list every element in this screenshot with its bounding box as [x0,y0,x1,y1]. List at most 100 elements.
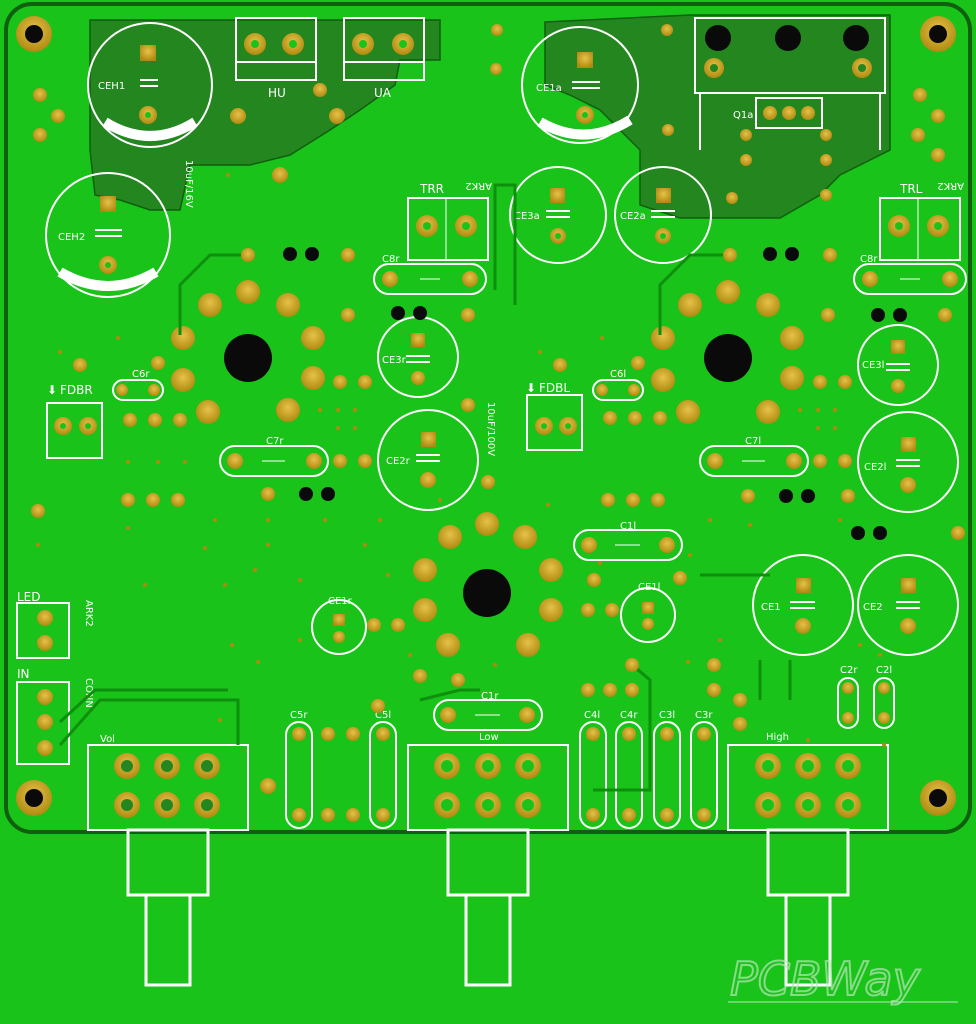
cap-c1l: C1l [573,521,683,561]
label-ce1l: CE1l [638,582,660,593]
tube-socket-left [171,280,325,424]
cap-c6r: C6r [112,369,164,401]
cap-c4l: C4l [579,710,607,829]
mounting-holes [16,16,956,816]
label-fdbr: FDBR [60,383,93,397]
cap-ce2a: CE2a [614,166,712,264]
label-c1r: C1r [481,691,499,702]
label-ce2r: CE2r [386,456,411,467]
label-ce2l: CE2l [864,462,886,473]
label-ce1: CE1 [761,602,781,613]
traces [58,183,792,792]
label-ceh2: CEH2 [58,232,85,243]
label-ark2-a: ARK2 [465,180,492,191]
label-c3r: C3r [695,710,713,721]
cap-ce1l: CE1l [620,582,676,643]
label-high: High [766,732,789,743]
cap-ce3a: CE3a [509,166,607,264]
pot-high: High [727,732,889,987]
label-ce3r: CE3r [382,355,407,366]
cap-c2r: C2r [837,665,859,729]
label-c7l: C7l [745,436,761,447]
cap-ceh1: CEH1 [87,22,213,148]
tube-socket-center [413,512,563,657]
label-c7r: C7r [266,436,284,447]
cap-c3r: C3r [690,710,718,829]
cap-ce2: CE2 [857,554,959,656]
label-ua: UA [374,86,392,100]
connector-trr: TRR ARK2 [407,180,492,261]
tube-socket-right [651,280,804,424]
label-low: Low [479,732,499,743]
test-points [36,173,886,747]
label-ce2a: CE2a [620,211,646,222]
connector-ua: UA [343,17,425,100]
label-ce1a: CE1a [536,83,562,94]
arrow-fdbr: ⬇ [47,383,57,397]
cap-ce1a: CE1a [521,26,639,144]
label-ark2-c: ARK2 [83,600,94,627]
cap-c5r: C5r [285,710,313,829]
label-ark2-b: ARK2 [937,180,964,191]
connector-in: IN CONN [16,667,94,765]
cap-c6l: C6l [592,369,644,401]
watermark-pcbway: PCBWay [730,952,921,1006]
cap-c1r: C1r [433,691,543,731]
label-c1l: C1l [620,521,636,532]
cap-c8r-right: C8r [853,254,967,295]
label-ceh1: CEH1 [98,81,125,92]
label-c2r: C2r [840,665,858,676]
label-vol: Vol [100,734,115,745]
connector-fdbl: ⬇ FDBL [526,381,583,451]
label-q1a: Q1a [733,110,753,121]
label-c5l: C5l [375,710,391,721]
cap-ceh2: CEH2 [45,172,171,298]
label-c2l: C2l [876,665,892,676]
connector-trl: TRL ARK2 [879,180,964,261]
cap-c2l: C2l [873,665,895,729]
cap-ce2r: CE2r [377,409,479,511]
cap-ce3l: CE3l [857,324,939,406]
label-in: IN [17,667,30,681]
cap-c4r: C4r [615,710,643,829]
pot-vol: Vol [87,734,249,987]
label-c6l: C6l [610,369,626,380]
ground-pour-top-right [544,14,891,219]
label-ce3a: CE3a [514,211,540,222]
label-c8r-a: C8r [382,254,400,265]
label-c8r-b: C8r [860,254,878,265]
label-trr: TRR [419,182,444,196]
label-c6r: C6r [132,369,150,380]
label-rating-a: 10uF/16V [183,160,194,208]
cap-c7l: C7l [699,436,809,477]
cap-c7r: C7r [219,436,329,477]
cap-c8r-left: C8r [373,254,487,295]
label-hu: HU [268,86,286,100]
label-ce2: CE2 [863,602,883,613]
label-ce3l: CE3l [862,360,884,371]
cap-ce1: CE1 [752,554,854,656]
board-outline [4,2,972,834]
cap-c5l: C5l [369,710,397,829]
connector-hu: HU [235,17,317,100]
cap-c3l: C3l [653,710,681,829]
pot-low: Low [407,732,569,987]
label-ce1r: CE1r [328,596,353,607]
connector-led: LED ARK2 [16,590,94,659]
connector-fdbr: ⬇ FDBR [46,383,103,459]
label-rating-b: 10uF/100V [485,402,496,456]
label-fdbl: FDBL [539,381,570,395]
vias [283,247,907,540]
label-trl: TRL [899,182,923,196]
label-c5r: C5r [290,710,308,721]
label-c4l: C4l [584,710,600,721]
label-conn: CONN [83,678,94,708]
label-c3l: C3l [659,710,675,721]
pads-small [31,24,965,822]
arrow-fdbl: ⬇ [526,381,536,395]
cap-ce2l: CE2l [857,411,959,513]
transistor-q1a: Q1a [694,17,886,150]
label-led: LED [17,590,41,604]
cap-ce1r: CE1r [311,596,367,655]
